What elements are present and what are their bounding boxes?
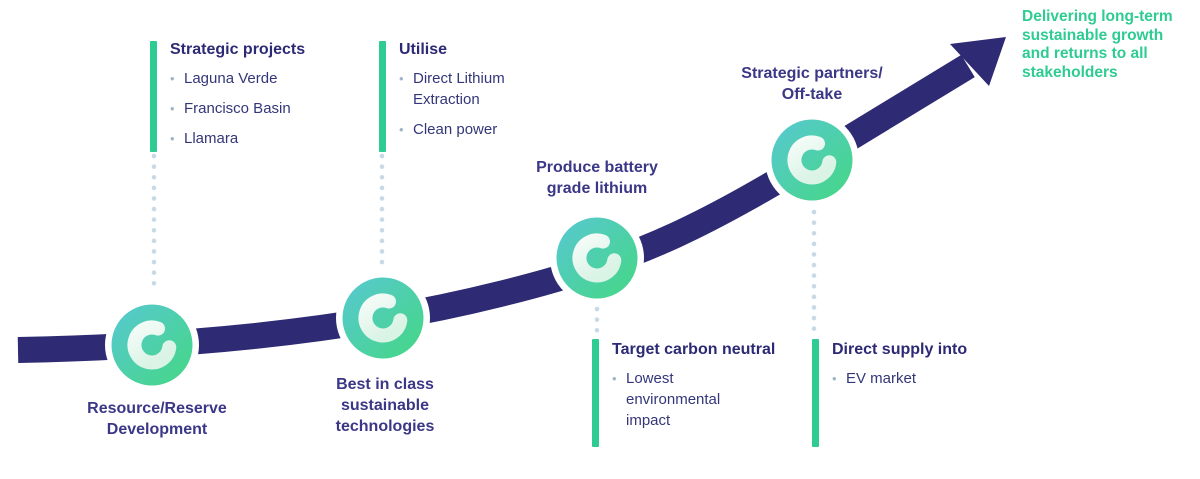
bullet-item: Direct Lithium Extraction <box>399 68 539 110</box>
callout-bullet-list: Laguna Verde Francisco Basin Llamara <box>170 68 330 149</box>
milestone-badge-3 <box>550 211 644 305</box>
milestone-badge-2 <box>336 271 430 365</box>
bullet-item: Lowest environmental impact <box>612 368 787 431</box>
milestone-label-best-in-class: Best in class sustainable technologies <box>335 376 435 435</box>
accent-bar-utilise <box>379 41 386 152</box>
bullet-item: EV market <box>832 368 1002 389</box>
bullet-item: Francisco Basin <box>170 98 330 119</box>
bullet-item: Llamara <box>170 128 330 149</box>
callout-title: Utilise <box>399 41 448 58</box>
bullet-item: Laguna Verde <box>170 68 330 89</box>
badge-disc <box>342 277 424 359</box>
bullet-item: Clean power <box>399 119 539 140</box>
callout-bullet-list: Direct Lithium Extraction Clean power <box>399 68 539 140</box>
callout-direct-supply: Direct supply into EV market <box>832 340 1002 398</box>
callout-bullet-list: Lowest environmental impact <box>612 368 787 431</box>
badge-disc <box>771 119 853 201</box>
callout-strategic-projects: Strategic projects Laguna Verde Francisc… <box>170 40 330 158</box>
callout-title: Direct supply into <box>832 341 968 358</box>
accent-bar-direct-supply <box>812 339 819 447</box>
milestone-label-resource-reserve: Resource/Reserve Development <box>87 400 227 438</box>
milestone-badge-4 <box>765 113 859 207</box>
company-logo-icon <box>572 233 622 283</box>
milestone-badge-1 <box>105 298 199 392</box>
callout-bullet-list: EV market <box>832 368 1002 389</box>
company-logo-icon <box>358 293 408 343</box>
accent-bar-strategic-projects <box>150 41 157 152</box>
badge-disc <box>111 304 193 386</box>
accent-bar-target-carbon-neutral <box>592 339 599 447</box>
company-logo-icon <box>787 135 837 185</box>
callout-target-carbon-neutral: Target carbon neutral Lowest environment… <box>612 340 787 440</box>
callout-utilise: Utilise Direct Lithium Extraction Clean … <box>399 40 539 149</box>
company-logo-icon <box>127 320 177 370</box>
callout-title: Strategic projects <box>170 41 306 58</box>
callout-title: Target carbon neutral <box>612 341 776 358</box>
badge-disc <box>556 217 638 299</box>
milestone-label-strategic-partners: Strategic partners/ Off-take <box>741 65 883 103</box>
milestone-label-produce-battery: Produce battery grade lithium <box>536 159 658 197</box>
headline-delivering-growth: Delivering long-term sustainable growth … <box>1022 8 1173 81</box>
growth-arrow-head <box>950 37 1006 86</box>
